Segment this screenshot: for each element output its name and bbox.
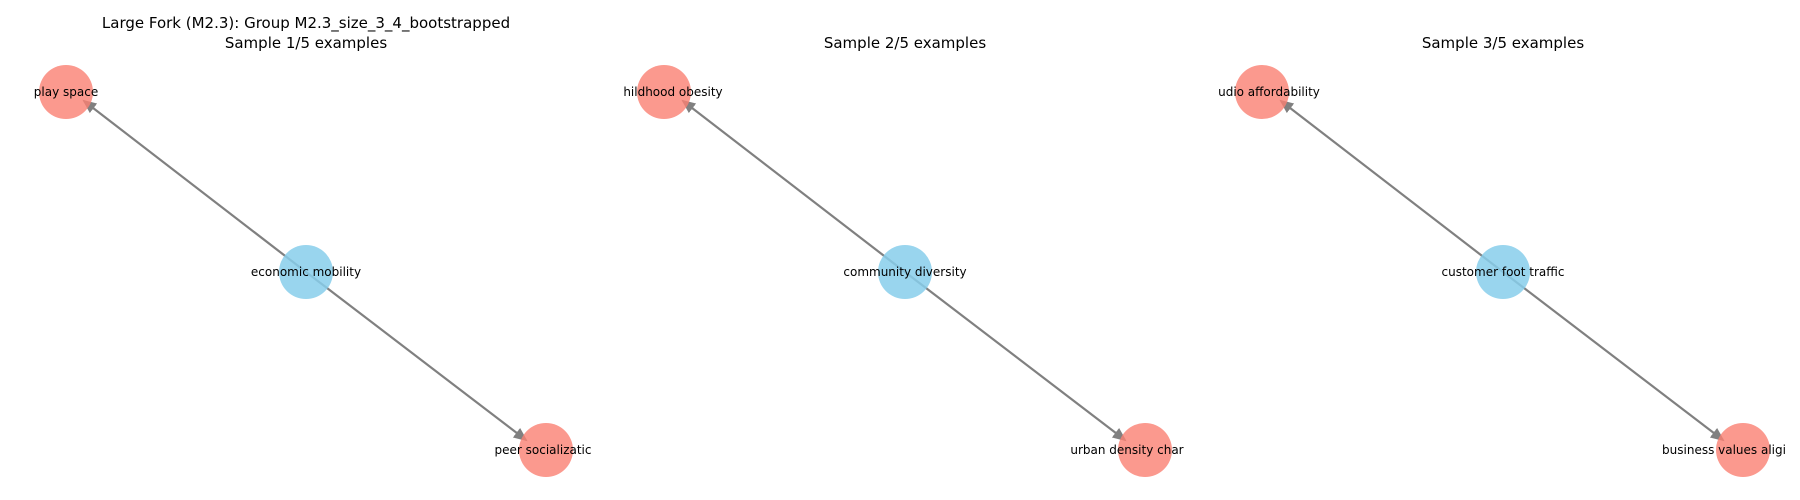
hub-node xyxy=(878,245,932,299)
leaf-node-top xyxy=(637,65,691,119)
edge-hub-to-bottom xyxy=(1502,271,1725,442)
panel-3: Sample 3/5 examples customer foot traffi… xyxy=(1218,34,1786,477)
leaf-node-top xyxy=(1235,65,1289,119)
hub-label: community diversity xyxy=(843,265,966,279)
panel-title: Sample 2/5 examples xyxy=(824,34,986,52)
leaf-label-top: udio affordability xyxy=(1218,85,1320,99)
panel-title: Sample 3/5 examples xyxy=(1422,34,1584,52)
panel-title: Sample 1/5 examples xyxy=(225,34,387,52)
leaf-node-top xyxy=(39,65,93,119)
leaf-label-bottom: business values aligi xyxy=(1662,443,1786,457)
panel-1: Sample 1/5 examples economic mobility pl… xyxy=(34,34,592,477)
hub-node xyxy=(1476,245,1530,299)
leaf-node-bottom xyxy=(1716,423,1770,477)
leaf-node-bottom xyxy=(1118,423,1172,477)
edge-hub-to-top xyxy=(681,99,906,273)
leaf-label-bottom: peer socializatic xyxy=(495,443,592,457)
leaf-label-top: hildhood obesity xyxy=(623,85,722,99)
leaf-node-bottom xyxy=(519,423,573,477)
hub-node xyxy=(279,245,333,299)
panel-2: Sample 2/5 examples community diversity … xyxy=(623,34,1184,477)
edge-hub-to-bottom xyxy=(904,271,1127,442)
edge-hub-to-bottom xyxy=(305,271,528,442)
leaf-label-bottom: urban density char xyxy=(1070,443,1183,457)
hub-label: economic mobility xyxy=(251,265,361,279)
edge-hub-to-top xyxy=(1279,99,1504,273)
edge-hub-to-top xyxy=(82,99,307,273)
hub-label: customer foot traffic xyxy=(1442,265,1565,279)
main-title: Large Fork (M2.3): Group M2.3_size_3_4_b… xyxy=(102,14,510,33)
leaf-label-top: play space xyxy=(34,85,98,99)
